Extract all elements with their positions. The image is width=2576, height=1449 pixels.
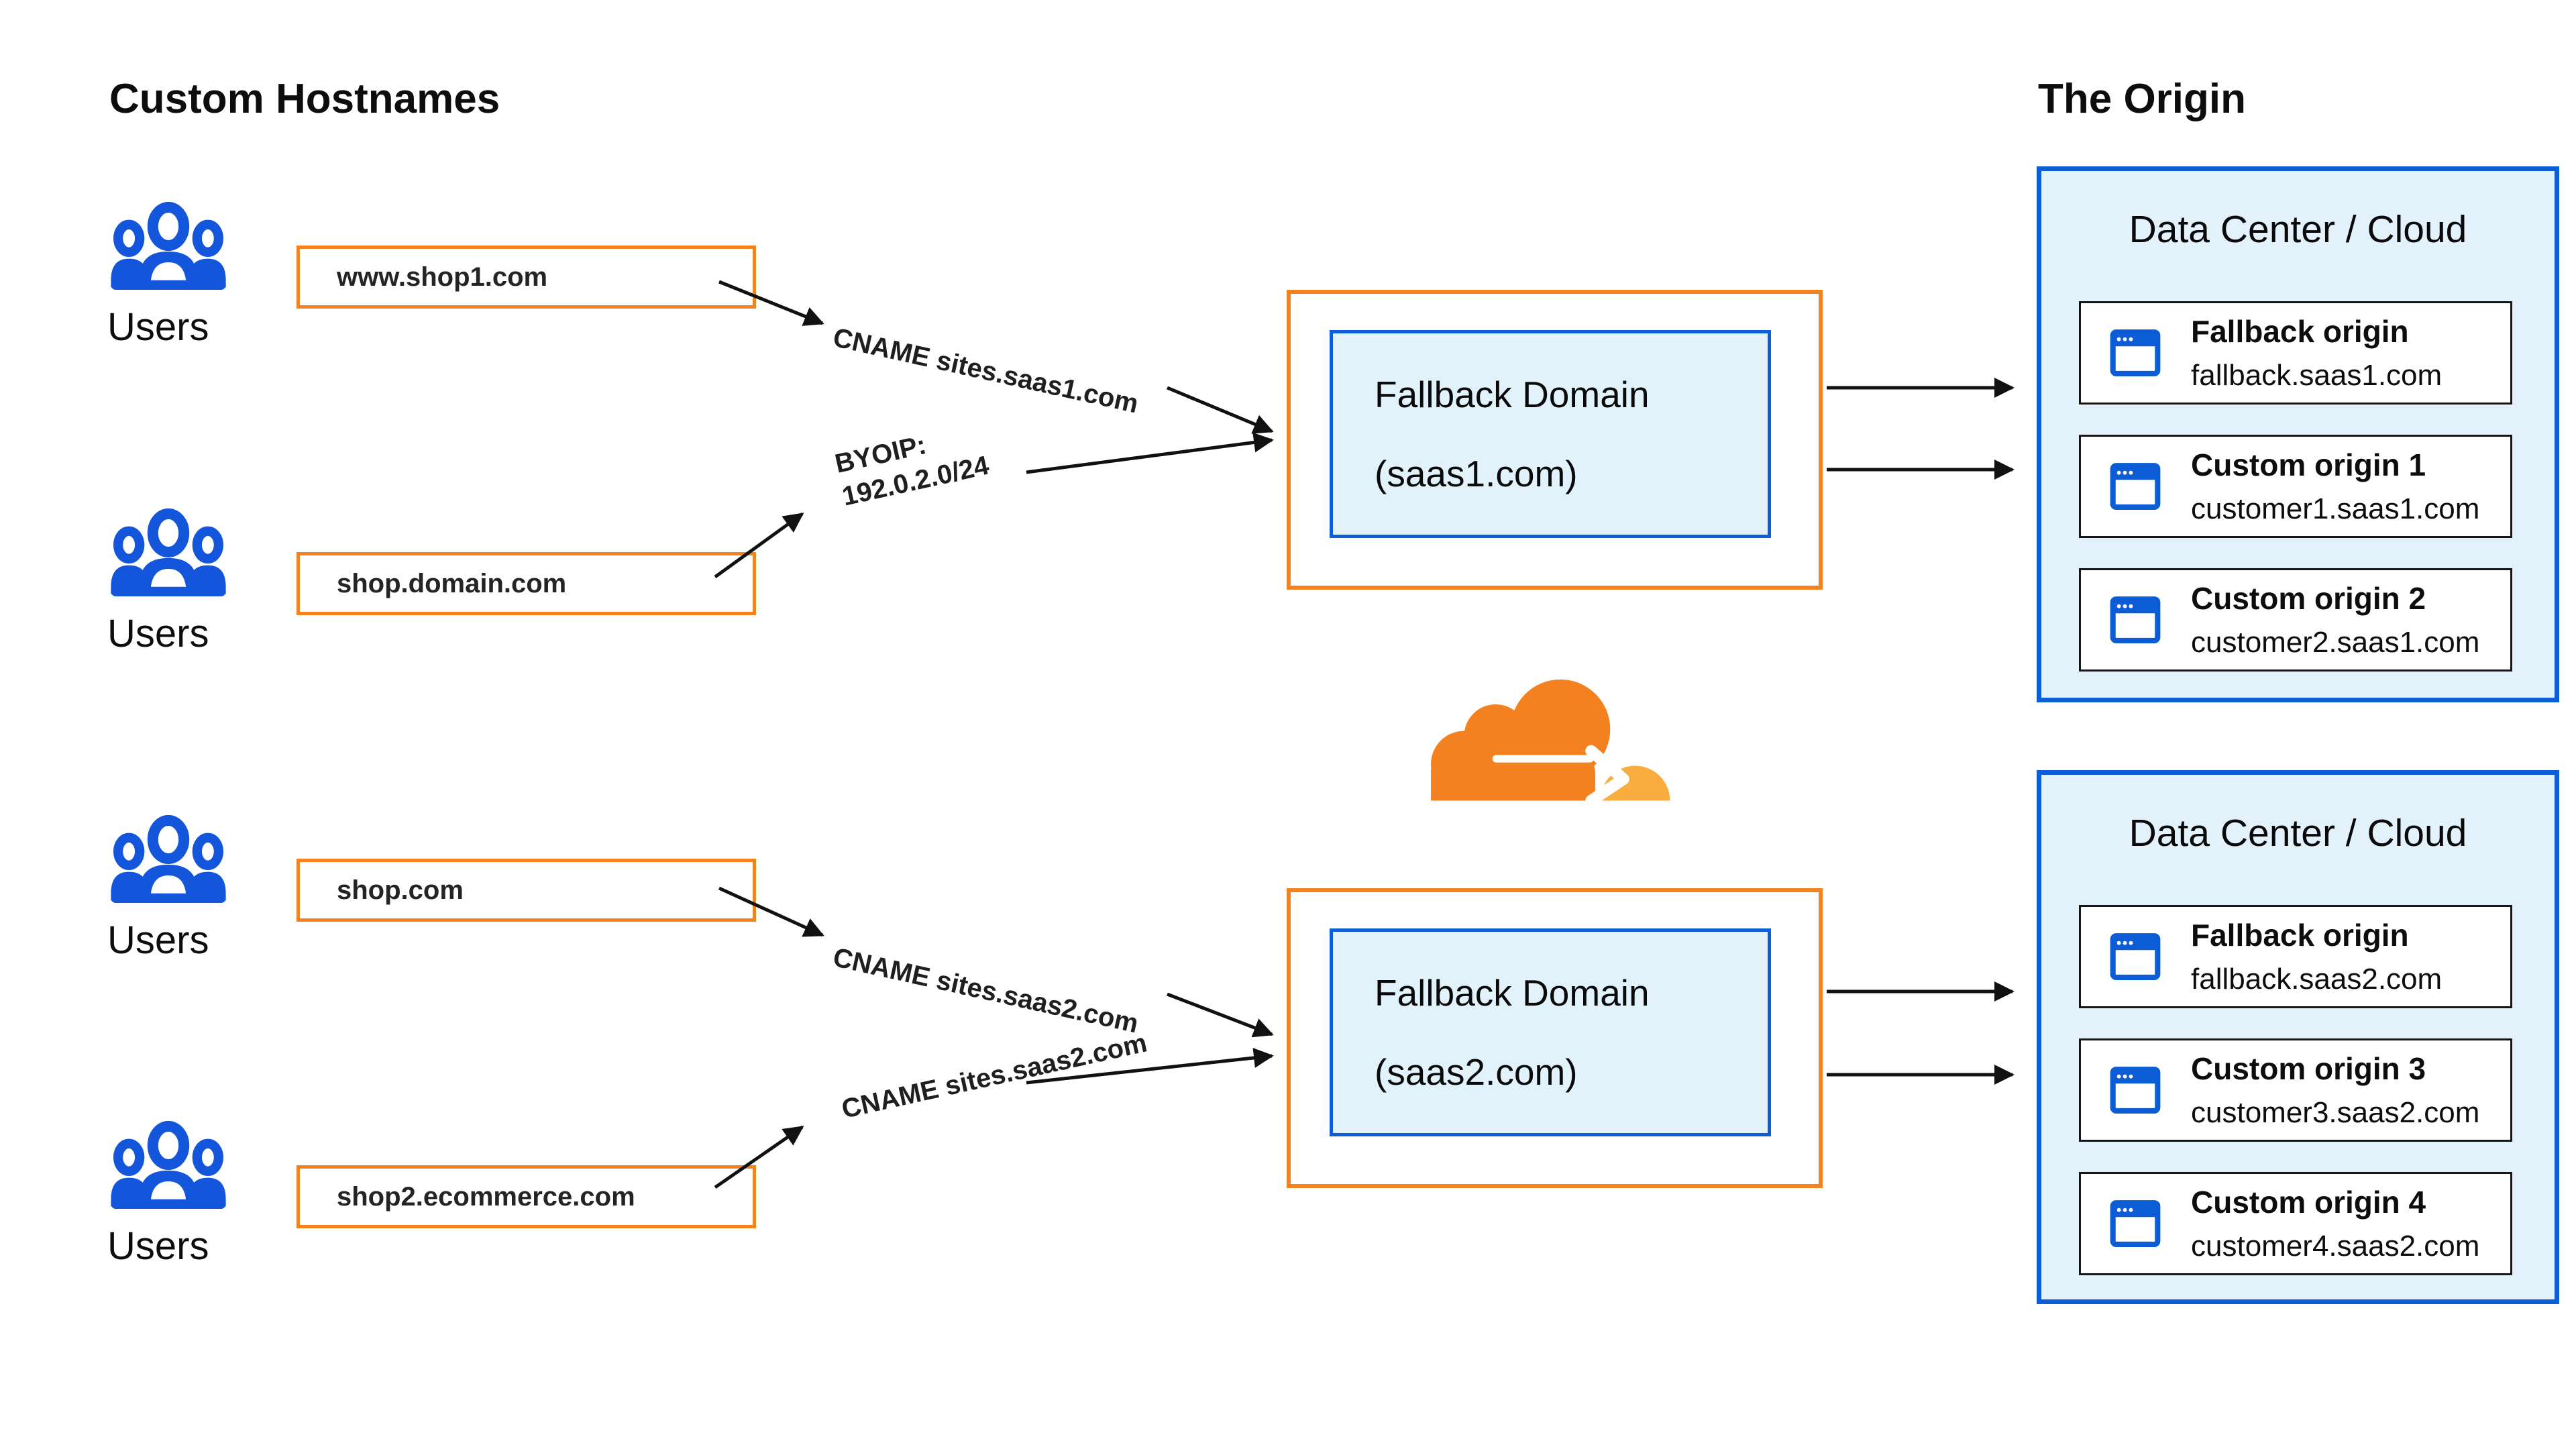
hostname-label: shop.com [337,875,464,905]
arrow-shopdomain-to-byoip [714,512,804,579]
datacenter-1: Data Center / Cloud Fallback origin fall… [2037,166,2559,702]
arrow-cname1-to-fallback1 [1167,386,1274,434]
origin-card-custom2: Custom origin 2 customer2.saas1.com [2079,568,2512,672]
user-group-1: Users [107,201,255,350]
hostname-box-shop1: www.shop1.com [297,246,756,309]
fallback-domain-box-saas1: Fallback Domain (saas1.com) [1287,290,1823,590]
fallback-domain-inner: Fallback Domain (saas2.com) [1330,928,1771,1136]
origin-card-fallback-saas2: Fallback origin fallback.saas2.com [2079,905,2512,1008]
origin-cards: Fallback origin fallback.saas1.com Custo… [2079,301,2512,672]
users-label: Users [107,918,209,962]
datacenter-2: Data Center / Cloud Fallback origin fall… [2037,770,2559,1304]
hostname-box-shop2: shop2.ecommerce.com [297,1165,756,1228]
fallback-domain-line2: (saas1.com) [1375,453,1578,494]
origin-name: Custom origin 2 [2191,581,2426,616]
datacenter-title: Data Center / Cloud [2129,812,2467,855]
origin-name: Custom origin 3 [2191,1051,2426,1086]
origin-card-fallback-saas1: Fallback origin fallback.saas1.com [2079,301,2512,405]
users-label: Users [107,1224,209,1268]
fallback-domain-inner: Fallback Domain (saas1.com) [1330,330,1771,538]
users-label: Users [107,305,209,349]
origin-card-custom4: Custom origin 4 customer4.saas2.com [2079,1172,2512,1275]
origin-host: customer2.saas1.com [2191,626,2480,659]
user-group-4: Users [107,1120,255,1269]
hostname-label: shop.domain.com [337,568,567,598]
origin-name: Fallback origin [2191,918,2409,953]
arrow-cname2a-to-fallback2 [1167,992,1274,1038]
custom-hostnames-title: Custom Hostnames [109,76,500,122]
datacenter-title: Data Center / Cloud [2129,208,2467,251]
arrow-byoip-to-fallback1 [1026,432,1274,474]
origin-card-custom3: Custom origin 3 customer3.saas2.com [2079,1038,2512,1142]
origin-name: Custom origin 1 [2191,447,2426,482]
origin-host: customer4.saas2.com [2191,1230,2480,1263]
fallback-domain-box-saas2: Fallback Domain (saas2.com) [1287,888,1823,1188]
cloudflare-logo [1431,679,1670,802]
fallback-domain-line2: (saas2.com) [1375,1051,1578,1093]
origin-cards: Fallback origin fallback.saas2.com Custo… [2079,905,2512,1275]
fallback-domain-line1: Fallback Domain [1375,972,1650,1014]
the-origin-title: The Origin [2038,76,2246,122]
hostname-label: www.shop1.com [337,262,548,292]
origin-card-custom1: Custom origin 1 customer1.saas1.com [2079,435,2512,538]
origin-host: fallback.saas2.com [2191,963,2443,996]
origin-host: fallback.saas1.com [2191,359,2443,392]
origin-name: Custom origin 4 [2191,1185,2426,1220]
arrow-shop1-to-cname1 [718,280,824,326]
arrow-cname2b-to-fallback2 [1026,1048,1274,1085]
arrow-shop-to-cname2a [718,886,824,937]
fallback-domain-line1: Fallback Domain [1375,374,1650,415]
hostname-label: shop2.ecommerce.com [337,1181,635,1212]
users-label: Users [107,612,209,655]
user-group-3: Users [107,814,255,963]
hostname-box-shop: shop.com [297,859,756,922]
origin-host: customer1.saas1.com [2191,492,2480,525]
arrow-shop2-to-cname2b [714,1125,804,1189]
origin-host: customer3.saas2.com [2191,1096,2480,1129]
user-group-2: Users [107,508,255,656]
origin-name: Fallback origin [2191,314,2409,349]
hostname-box-shop-domain: shop.domain.com [297,552,756,615]
